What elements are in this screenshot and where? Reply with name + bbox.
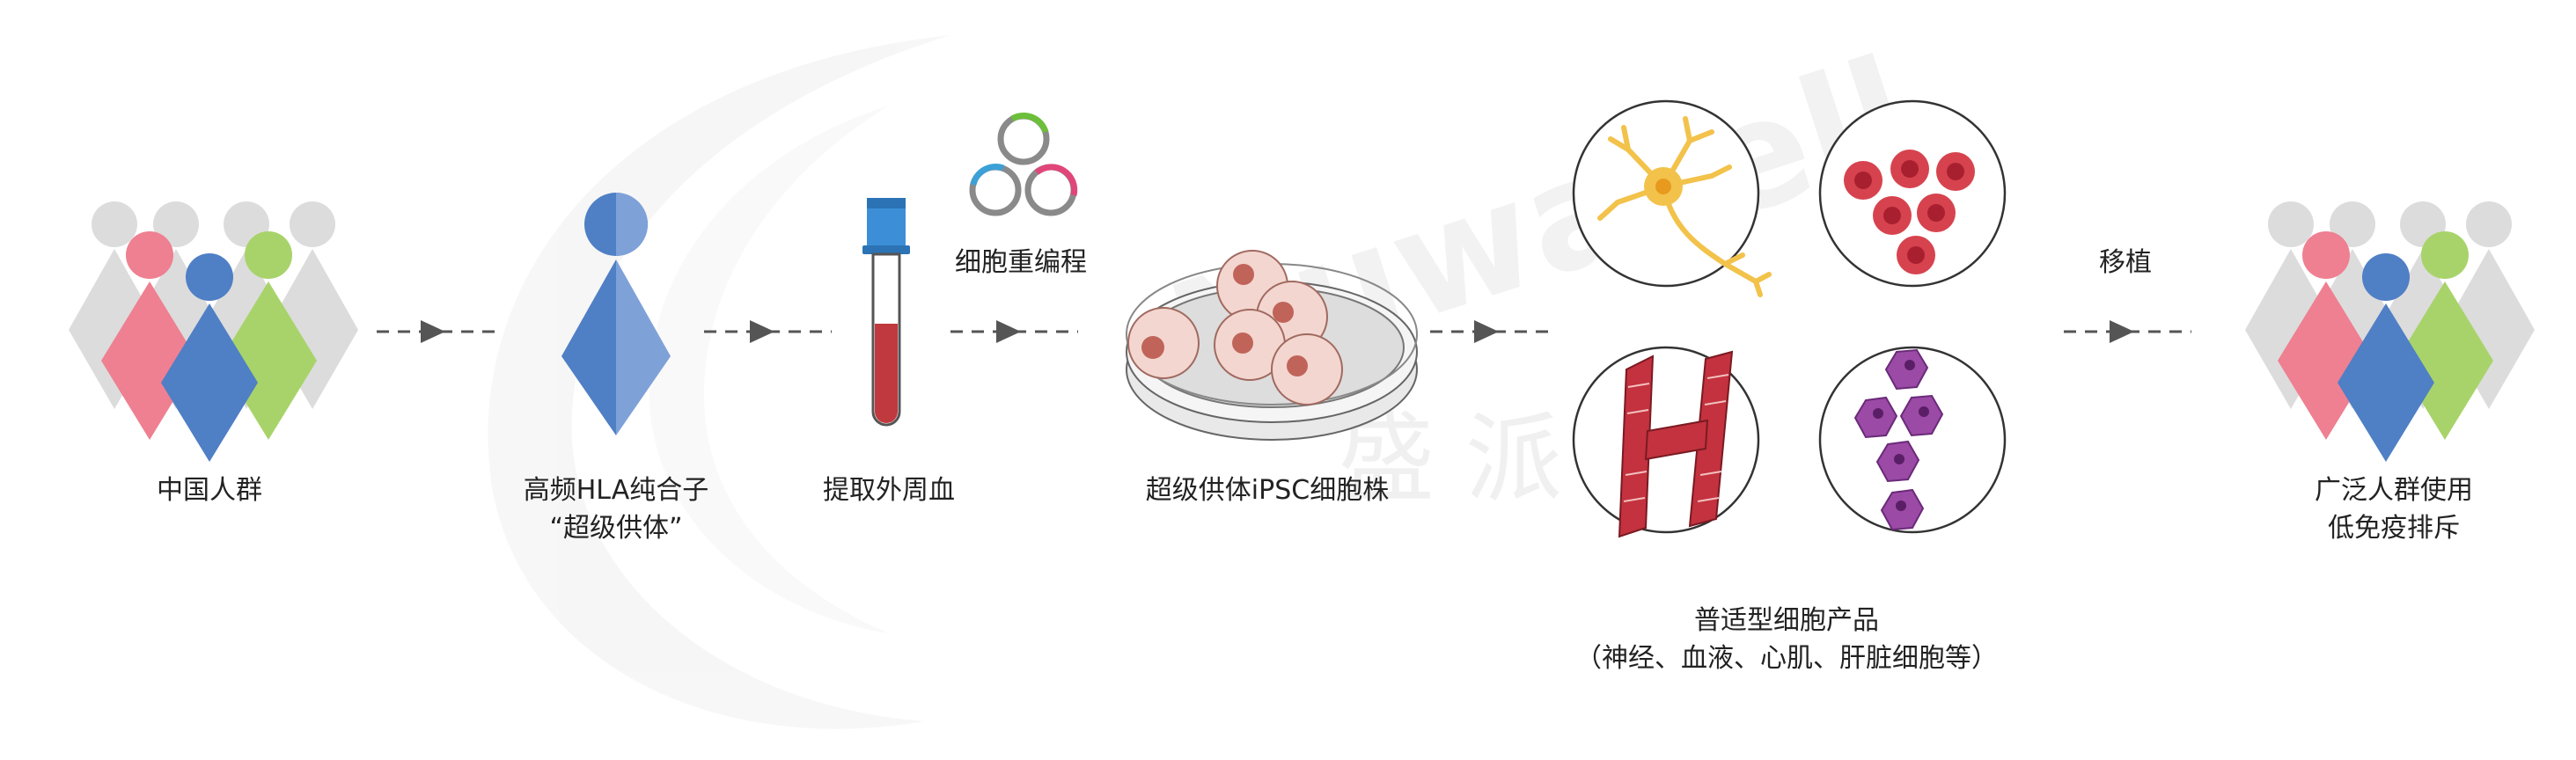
ipsc-label: 超级供体iPSC细胞株 xyxy=(1145,475,1390,506)
population-label: 中国人群 xyxy=(157,475,262,506)
donor-label-line2: “超级供体” xyxy=(549,513,683,544)
arrow-icon xyxy=(704,320,832,343)
neuron-icon xyxy=(1572,99,1772,297)
cardiomyocyte-icon xyxy=(1572,346,1760,538)
blood-label: 提取外周血 xyxy=(823,475,955,506)
reprogram-label: 细胞重编程 xyxy=(955,247,1087,278)
donor-label-line1: 高频HLA纯合子 xyxy=(523,475,709,506)
arrow-icon xyxy=(377,320,502,343)
products-label-line2: （神经、血液、心肌、肝脏细胞等） xyxy=(1575,643,1998,674)
arrow-icon xyxy=(2064,320,2191,343)
cell-icon xyxy=(1271,333,1343,406)
arrow-icon xyxy=(1430,320,1553,343)
plasmid-icon xyxy=(969,113,1078,216)
recipients-label-line1: 广泛人群使用 xyxy=(2315,475,2473,506)
recipients-label-line2: 低免疫排斥 xyxy=(2328,513,2460,544)
petri-dish-icon xyxy=(1126,250,1418,441)
people-group-icon xyxy=(2245,201,2535,462)
arrow-icon xyxy=(950,320,1078,343)
transplant-label: 移植 xyxy=(2099,247,2152,278)
person-icon xyxy=(561,193,671,435)
people-group-icon xyxy=(69,201,358,462)
hepatocyte-icon xyxy=(1818,346,2007,534)
products-label-line1: 普适型细胞产品 xyxy=(1694,605,1879,636)
blood-tube-icon xyxy=(862,198,910,427)
red-blood-cell-icon xyxy=(1818,99,2007,288)
cell-icon xyxy=(1127,307,1200,379)
